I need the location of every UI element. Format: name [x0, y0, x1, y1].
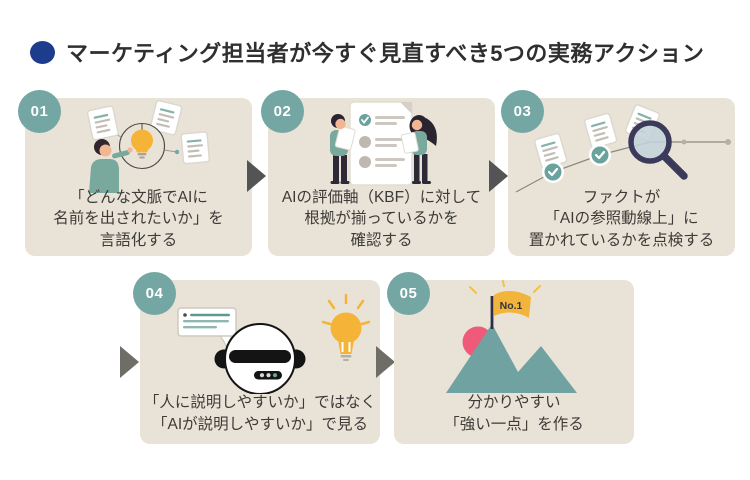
arrow-right-icon [247, 160, 266, 192]
speech-bubble-icon [177, 307, 237, 349]
step-card-03: 03 ファクトが 「AIの参照動線上」に 置かれているかを点検する [501, 90, 735, 256]
checkmark-node-icon [540, 159, 566, 185]
document-icon [180, 130, 211, 165]
mountain-peak-no1-flag-illustration: No.1 [446, 280, 577, 393]
step-card-04: 04 「人に説明しやすいか」ではなく 「AIが説明しやすいか」で見る [133, 272, 380, 444]
document-icon [583, 112, 619, 150]
robot-head-speech-bubble-lightbulb-illustration [177, 293, 371, 394]
magnifier-icon [628, 120, 688, 180]
two-people-checklist-document-illustration [330, 101, 437, 186]
mountain-icon [446, 324, 577, 393]
arrow-right-icon [120, 346, 139, 378]
step-card-05: No.1 05 分かりやすい 「強い一点」を作る [387, 272, 634, 444]
man-figure [330, 114, 356, 184]
step-number-badge: 04 [133, 272, 176, 315]
step-number-badge: 02 [261, 90, 304, 133]
step-card-02: 02 AIの評価軸（KBF）に対して 根拠が揃っているかを 確認する [261, 90, 495, 256]
woman-figure [400, 115, 437, 184]
circle-bullet-icon [30, 40, 55, 64]
magnifier-over-checkpoint-path-illustration [515, 103, 731, 193]
no1-flag-icon: No.1 [490, 291, 531, 329]
robot-head-icon [214, 323, 306, 394]
step-05-label: 分かりやすい 「強い一点」を作る [444, 394, 584, 433]
arrow-right-icon [376, 346, 395, 378]
step-number-badge: 03 [501, 90, 544, 133]
checklist-document-icon [349, 101, 413, 186]
step-04-label: 「人に説明しやすいか」ではなく 「AIが説明しやすいか」で見る [143, 394, 377, 433]
document-icon [86, 104, 120, 142]
step-card-01: 01 「どんな文脈でAIに 名前を出されたいか」を 言語化する [18, 90, 252, 256]
step-01-label: 「どんな文脈でAIに 名前を出されたいか」を 言語化する [53, 188, 224, 249]
flag-label: No.1 [500, 300, 523, 312]
page-title-row: マーケティング担当者が今すぐ見直すべき5つの実務アクション [30, 36, 704, 68]
person-figure [89, 139, 133, 193]
person-pointing-lightbulb-documents-illustration [86, 99, 211, 193]
step-number-badge: 05 [387, 272, 430, 315]
page-title: マーケティング担当者が今すぐ見直すべき5つの実務アクション [66, 41, 705, 66]
lightbulb-icon [321, 293, 371, 361]
checkmark-node-icon [587, 142, 613, 168]
step-03-label: ファクトが 「AIの参照動線上」に 置かれているかを点検する [528, 188, 715, 249]
lightbulb-icon [131, 124, 153, 159]
step-number-badge: 01 [18, 90, 61, 133]
arrow-right-icon [489, 160, 508, 192]
step-02-label: AIの評価軸（KBF）に対して 根拠が揃っているかを 確認する [281, 188, 482, 249]
